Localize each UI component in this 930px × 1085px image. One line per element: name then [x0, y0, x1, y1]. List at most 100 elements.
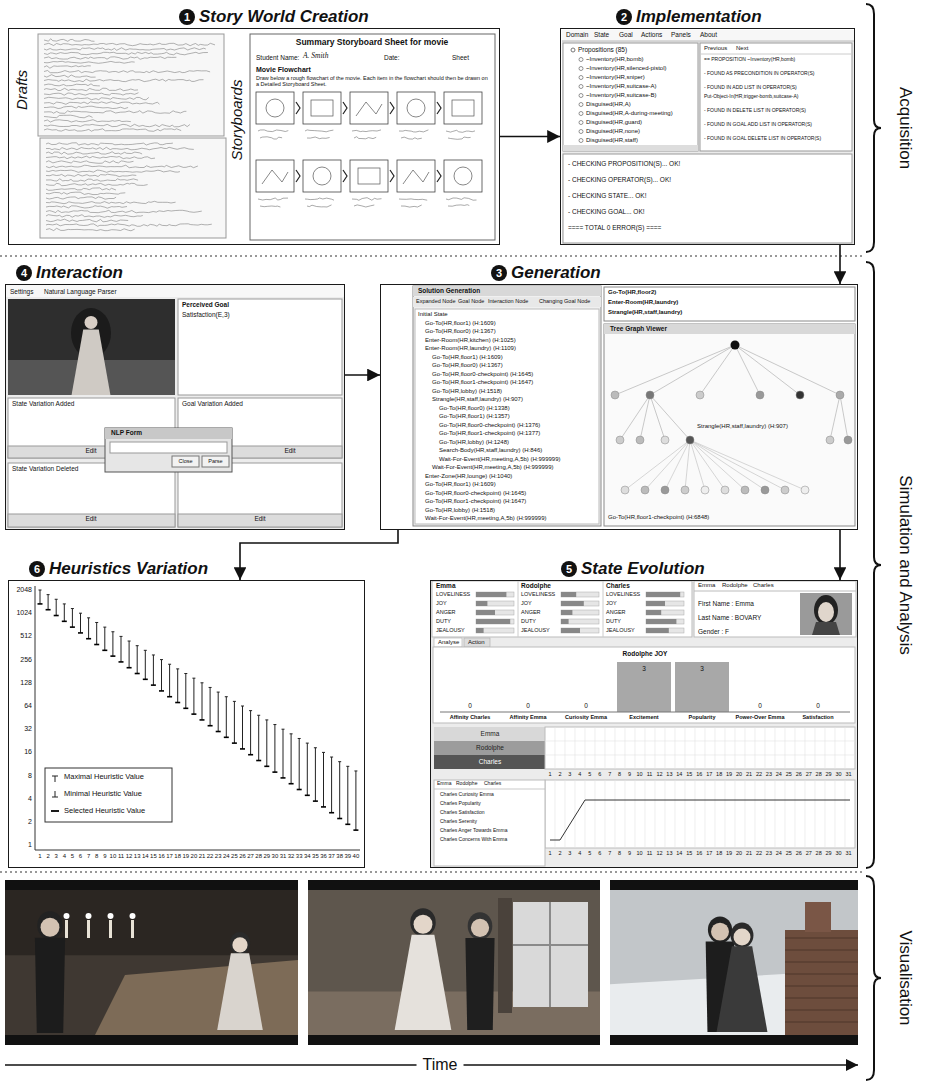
axis-tick: 1	[548, 771, 551, 777]
draft-pages	[44, 52, 208, 55]
draft-pages	[38, 34, 226, 238]
state-window	[476, 628, 514, 633]
tree-graph	[661, 436, 669, 444]
axis-tick: 2	[558, 771, 561, 777]
goal-value: Satisfaction(E,3)	[182, 311, 230, 318]
storyboard-sheet	[444, 160, 482, 192]
tree-graph	[836, 391, 844, 399]
report-line: - FOUND IN DELETE LIST IN OPERATOR(S)	[704, 108, 806, 114]
heuristic-chart	[313, 800, 318, 802]
plan-node: Go-To(HR,lobby) (H:1518)	[425, 507, 495, 514]
story-render	[410, 908, 435, 936]
storyboard-sheet	[266, 99, 284, 117]
form-field: Student Name:	[256, 54, 299, 61]
axis-tick: 14	[142, 853, 149, 860]
state-window	[755, 780, 756, 848]
story-render	[230, 932, 251, 955]
timeline-row: Emma	[481, 730, 500, 737]
axis-tick: 9	[103, 853, 106, 860]
state-window	[476, 610, 495, 615]
axis-tick: 1024	[16, 609, 32, 617]
storyboard-sheet	[311, 100, 333, 116]
section-brace	[866, 4, 881, 252]
axis-tick: 25	[786, 850, 792, 856]
axis-tick: 39	[344, 853, 351, 860]
plan-node: Wait-For-Event(HR,meeting,A,5b) (H:99999…	[432, 464, 554, 471]
axis-tick: 37	[328, 853, 335, 860]
variable-item: Charles Curiosity Emma	[440, 792, 494, 798]
emotion-label: JOY	[436, 600, 447, 606]
axis-tick: 25	[786, 771, 792, 777]
storyboard-sheet	[303, 92, 341, 124]
section-divider	[0, 872, 862, 873]
emotion-label: ANGER	[606, 609, 626, 615]
state-window	[665, 727, 666, 769]
emotion-label: JEALOUSY	[436, 627, 465, 633]
heuristic-chart	[299, 738, 300, 789]
heuristic-chart	[143, 679, 148, 681]
storyboard-sheet	[352, 130, 381, 132]
tab-label: Changing Goal Node	[539, 298, 590, 304]
interaction-window	[8, 463, 175, 527]
tree-graph	[741, 486, 749, 494]
tree-item: Disguised(HR,staff)	[586, 137, 638, 144]
axis-tick: 10	[110, 853, 117, 860]
section-brace	[866, 876, 881, 1080]
tree-graph	[686, 436, 694, 444]
axis-tick: 3	[568, 771, 571, 777]
axis-tick: 15	[686, 771, 692, 777]
state-window	[555, 727, 556, 769]
heuristic-chart	[242, 706, 243, 749]
draft-pages	[44, 93, 139, 96]
state-window	[825, 727, 826, 769]
heuristic-chart	[112, 632, 113, 656]
state-window	[646, 610, 684, 615]
panel-frame: Heuristics Variation	[8, 580, 365, 868]
storyboard-sheet	[390, 170, 394, 182]
heuristic-chart	[217, 692, 220, 693]
state-window	[645, 780, 646, 848]
panel-heading: Story World Creation	[199, 7, 369, 27]
state-window	[476, 601, 514, 606]
axis-tick: 10	[636, 771, 642, 777]
storyboard-sheet	[403, 170, 429, 184]
heuristic-chart	[56, 599, 57, 615]
storyboard-sheet	[303, 160, 341, 192]
story-render	[731, 923, 754, 948]
heuristic-chart	[127, 667, 132, 669]
heuristic-chart	[80, 613, 81, 633]
state-window	[433, 647, 855, 723]
axis-tick: 27	[247, 853, 254, 860]
storyboard-sheet	[260, 137, 282, 139]
state-window	[695, 727, 696, 769]
legend-box	[52, 776, 58, 777]
axis-tick: 64	[24, 702, 32, 710]
section-brace	[866, 4, 881, 252]
heuristic-chart	[144, 650, 147, 651]
draft-pages	[46, 206, 127, 209]
nlp-dialog	[105, 428, 232, 472]
story-render	[468, 912, 493, 939]
state-window	[434, 741, 545, 755]
tab-label: Rodolphe	[722, 582, 748, 589]
heuristic-chart	[62, 621, 67, 623]
flow-arrow	[240, 530, 398, 580]
axis-tick: 20	[736, 850, 742, 856]
window-title: Tree Graph Viewer	[610, 325, 667, 332]
state-window	[675, 780, 676, 848]
emotion-label: ANGER	[436, 609, 456, 615]
draft-pages	[46, 210, 202, 213]
state-window	[565, 780, 566, 848]
tree-graph	[625, 440, 690, 490]
axis-tick: 15	[686, 850, 692, 856]
axis-tick: 19	[726, 771, 732, 777]
draft-pages	[46, 183, 148, 185]
bar-category: Satisfaction	[802, 714, 833, 720]
plan-node: Go-To(HR,floor0-checkpoint) (H:1376)	[439, 422, 540, 429]
storyboard-sheet	[390, 102, 394, 114]
state-window	[765, 727, 766, 769]
story-render	[785, 1010, 858, 1011]
report-line: - FOUND AS PRECONDITION IN OPERATOR(S)	[704, 71, 814, 77]
axis-tick: 23	[766, 771, 772, 777]
draft-pages	[44, 61, 135, 63]
